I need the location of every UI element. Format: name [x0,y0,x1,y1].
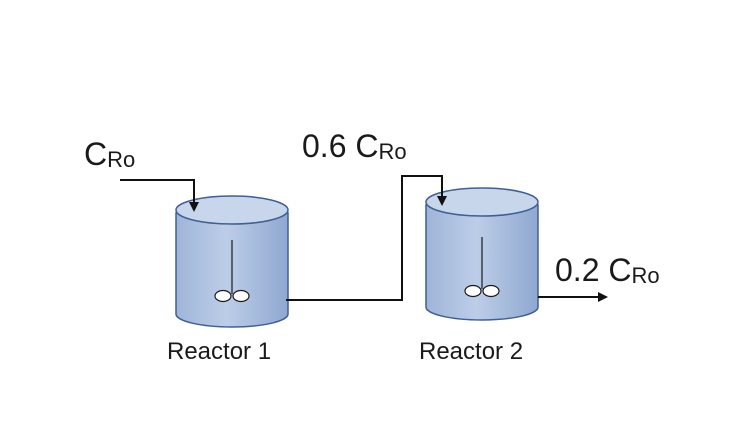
outlet-label-main: 0.2 C [555,252,632,288]
intermediate-label: 0.6 CRo [302,128,407,165]
outlet-label: 0.2 CRo [555,252,660,289]
reactor-1-tank [175,195,289,328]
feed-label: CRo [84,136,135,173]
reactor-2-top [425,187,539,217]
reactor-1-impeller-left [214,289,232,303]
intermediate-label-main: 0.6 C [302,128,379,164]
feed-label-sub: Ro [107,147,136,172]
reactor-2-label: Reactor 2 [419,338,524,365]
reactor-2-tank [425,187,539,321]
reactor-2-impeller-left [464,284,482,298]
reactor-2-impeller-right [482,284,500,298]
feed-label-main: C [84,136,108,172]
reactor-1-impeller-right [232,289,250,303]
intermediate-label-sub: Ro [378,139,407,164]
reactor-1-top [175,195,289,225]
reactor-1-label: Reactor 1 [167,338,272,365]
transfer-arrow [286,175,447,301]
feed-arrow [120,179,199,212]
outlet-label-sub: Ro [631,263,660,288]
